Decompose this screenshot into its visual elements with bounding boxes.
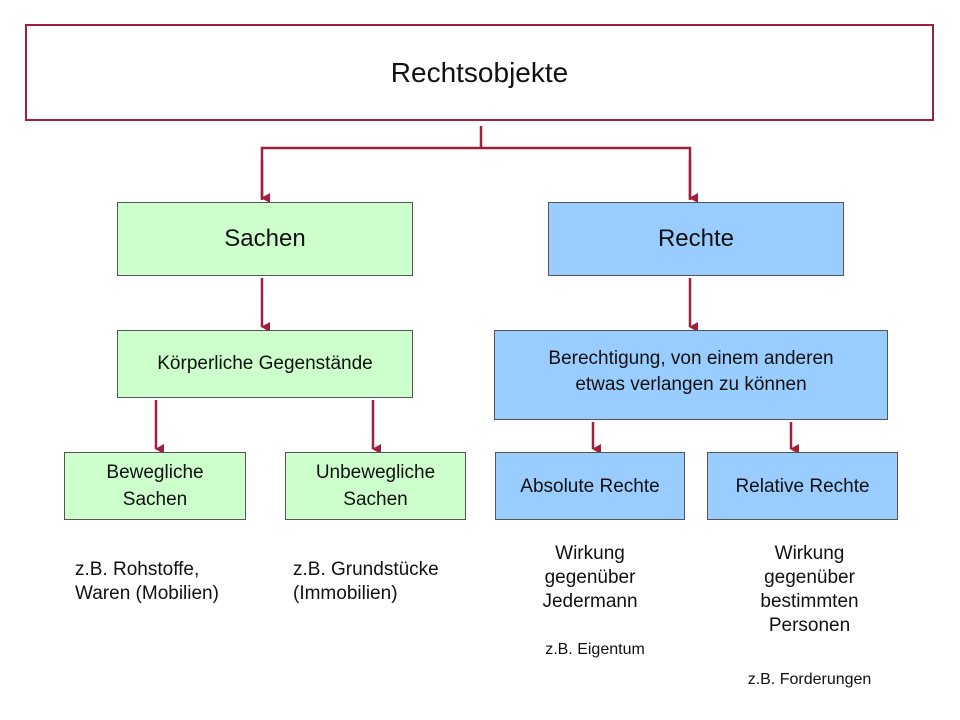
example-absolute: z.B. Eigentum [495,638,695,662]
node-berechtigung: Berechtigung, von einem anderen etwas ve… [494,330,888,420]
effect-relative: Wirkung gegenüber bestimmten Personen [707,542,912,638]
effect-relative-line-4: Personen [768,615,851,636]
node-berechtigung-line-2: etwas verlangen zu können [575,374,807,395]
node-bewegliche-line-1: Bewegliche [106,462,204,483]
example-unbewegliche: z.B. Grundstücke (Immobilien) [293,558,439,606]
node-unbewegliche-line-2: Sachen [343,489,408,510]
node-unbewegliche-sachen: Unbewegliche Sachen [285,452,466,520]
node-rechte: Rechte [548,202,844,276]
node-unbewegliche-line-1: Unbewegliche [315,462,436,483]
node-koerperliche-gegenstaende: Körperliche Gegenstände [117,330,413,398]
node-bewegliche-line-2: Sachen [122,489,188,510]
node-koerperliche-label: Körperliche Gegenstände [157,353,373,374]
example-absolute-text: z.B. Eigentum [545,641,645,658]
node-rechte-label: Rechte [657,225,735,252]
example-bewegliche: z.B. Rohstoffe, Waren (Mobilien) [75,558,219,606]
effect-relative-line-3: bestimmten [760,591,859,612]
node-absolute-rechte: Absolute Rechte [495,452,685,520]
effect-absolute: Wirkung gegenüber Jedermann [495,542,685,614]
effect-relative-line-2: gegenüber [764,567,855,588]
example-relative: z.B. Forderungen [707,668,912,692]
node-berechtigung-line-1: Berechtigung, von einem anderen [548,348,834,369]
example-bewegliche-line-2: Waren (Mobilien) [75,583,219,604]
effect-relative-line-1: Wirkung [774,543,845,564]
example-relative-text: z.B. Forderungen [747,671,872,688]
example-unbewegliche-line-1: z.B. Grundstücke [293,559,439,580]
node-sachen-label: Sachen [224,225,306,252]
arrow-title-branch [260,146,692,200]
title-box: Rechtsobjekte [25,24,934,121]
node-relative-label: Relative Rechte [735,476,870,497]
effect-absolute-line-2: gegenüber [544,567,636,588]
example-unbewegliche-line-2: (Immobilien) [293,583,398,604]
node-bewegliche-sachen: Bewegliche Sachen [64,452,246,520]
node-relative-rechte: Relative Rechte [707,452,898,520]
node-sachen: Sachen [117,202,413,276]
diagram-title: Rechtsobjekte [390,56,569,88]
example-bewegliche-line-1: z.B. Rohstoffe, [75,559,200,580]
node-absolute-label: Absolute Rechte [520,476,660,497]
effect-absolute-line-3: Jedermann [542,591,638,612]
effect-absolute-line-1: Wirkung [555,543,625,564]
